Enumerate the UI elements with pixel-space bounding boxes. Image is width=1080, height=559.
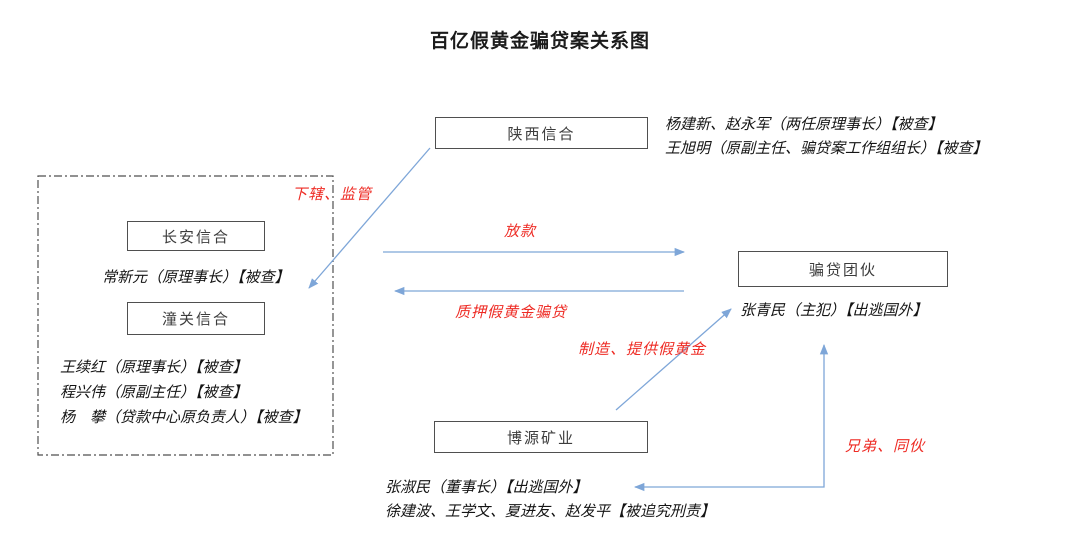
- edge-label-brothers: 兄弟、同伙: [845, 439, 926, 455]
- annotation-line: 杨建新、赵永军（两任原理事长）【被查】: [665, 117, 943, 133]
- node-tongguan-xinhe: 潼关信合: [127, 302, 265, 335]
- node-label: 博源矿业: [506, 430, 575, 447]
- node-label: 潼关信合: [161, 312, 230, 328]
- annotation-line: 张淑民（董事长）【出逃国外】: [385, 480, 588, 496]
- annotation-gang-leader: 张青民（主犯）【出逃国外】: [740, 299, 928, 324]
- annotation-line: 常新元（原理事长）【被查】: [102, 270, 290, 286]
- arrow-brothers: [633, 343, 829, 492]
- edge-label-supervise: 下辖、监管: [292, 187, 373, 203]
- annotation-line: 杨 攀（贷款中心原负责人）【被查】: [60, 410, 308, 426]
- edge-label-provide: 制造、提供假黄金: [578, 342, 707, 358]
- node-shaanxi-xinhe: 陕西信合: [435, 117, 648, 149]
- edge-label-loan: 放款: [504, 224, 537, 240]
- annotation-line: 徐建波、王学文、夏进友、赵发平【被追究刑责】: [385, 504, 716, 520]
- arrow-supervise: [308, 147, 431, 289]
- node-label: 陕西信合: [507, 126, 576, 143]
- dashed-group-box: [37, 175, 334, 456]
- annotation-line: 王旭明（原副主任、骗贷案工作组组长）【被查】: [665, 141, 988, 157]
- node-label: 长安信合: [161, 229, 230, 246]
- annotation-changan-person: 常新元（原理事长）【被查】: [102, 266, 290, 291]
- annotation-line: 张青民（主犯）【出逃国外】: [740, 303, 928, 319]
- edge-label-pledge: 质押假黄金骗贷: [455, 305, 568, 321]
- annotation-boyuan-people: 张淑民（董事长）【出逃国外】 徐建波、王学文、夏进友、赵发平【被追究刑责】: [385, 476, 715, 524]
- node-boyuan-mining: 博源矿业: [434, 421, 648, 453]
- node-changan-xinhe: 长安信合: [127, 221, 265, 251]
- node-label: 骗贷团伙: [808, 262, 877, 279]
- arrow-provide: [615, 308, 732, 411]
- annotation-line: 程兴伟（原副主任）【被查】: [60, 385, 248, 401]
- annotation-line: 王续红（原理事长）【被查】: [60, 360, 248, 376]
- node-fraud-gang: 骗贷团伙: [738, 251, 948, 287]
- annotation-shaanxi-people: 杨建新、赵永军（两任原理事长）【被查】 王旭明（原副主任、骗贷案工作组组长）【被…: [665, 113, 988, 161]
- diagram-title: 百亿假黄金骗贷案关系图: [429, 31, 650, 52]
- annotation-tongguan-people: 王续红（原理事长）【被查】 程兴伟（原副主任）【被查】 杨 攀（贷款中心原负责人…: [60, 356, 308, 431]
